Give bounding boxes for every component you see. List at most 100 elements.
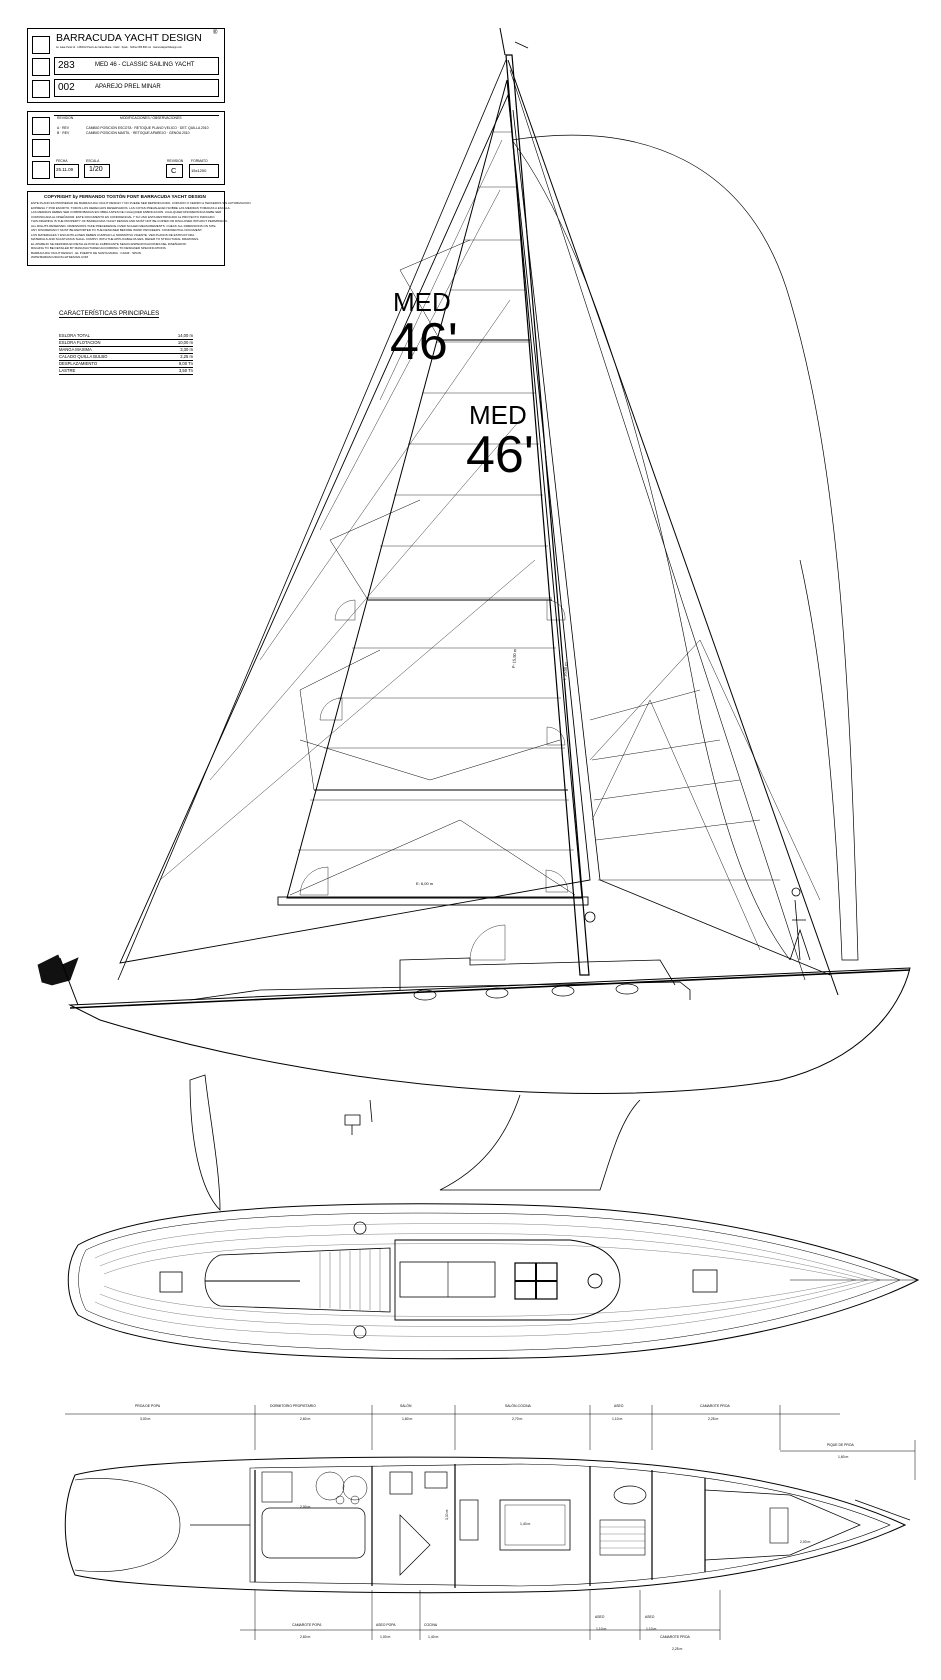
revision-row-2-desc: CAMBIO POSICION MASTIL · RETOQUE APAREJO…: [86, 131, 190, 135]
companionway: [399, 1261, 496, 1298]
portlights: [413, 983, 639, 1001]
staysail-panels: [589, 639, 821, 951]
crew-figure: [789, 899, 811, 961]
deck-inner: [78, 1212, 901, 1351]
deck-planking: [94, 1223, 881, 1337]
spec-label: ESLORA FLOTACION: [59, 340, 101, 345]
plan-table-label: 1,40 m: [520, 1522, 531, 1526]
spec-label: CALADO QUILLA BULBO: [59, 354, 108, 359]
copyright-line-3: LAS MEDIDAS DEBEN SER COMPROBADAS EN OBR…: [31, 210, 222, 214]
field-date-box: [54, 164, 79, 178]
field-scale-box: [84, 164, 110, 178]
sail-mark-1-number: 46': [390, 313, 458, 371]
dim-bottom-1-label: CAMAROTE POPA: [292, 1623, 322, 1627]
field-rev-label: REVISION: [167, 159, 184, 163]
copyright-line-13: WWW.BARRACUDAYACHTDESIGN.COM: [31, 255, 89, 259]
spinnaker-leech: [511, 139, 791, 961]
title-block: [27, 28, 225, 103]
copyright-line-4: COMUNICADA AL DISEÑADOR. ESTE DOCUMENTO …: [31, 214, 216, 219]
spec-value: 9,00 Tn: [178, 361, 193, 366]
mainsail-battens: [289, 239, 576, 896]
coachroof-plan: [394, 1239, 621, 1321]
drawing-field: [54, 79, 219, 97]
specs-heading: CARACTERÍSTICAS PRINCIPALES: [59, 310, 160, 318]
copyright-line-1: ESTE PLANO ES PROPIEDAD DE BARRACUDA YAC…: [31, 201, 251, 205]
spec-label: DESPLAZAMIENTO: [59, 361, 98, 366]
revision-row-2-rev: B · REV: [57, 131, 70, 135]
rudder: [189, 1074, 221, 1211]
dim-bottom-6-label: CAMAROTE PROA: [660, 1635, 690, 1639]
crew-head: [791, 887, 801, 897]
revision-header-rev: REVISION: [57, 116, 74, 120]
forward-hatch-plan: [769, 1507, 789, 1544]
title-checkbox-2[interactable]: [32, 58, 50, 76]
dim-top-3-label: SALÓN: [400, 1404, 412, 1408]
winch-port: [353, 1221, 367, 1235]
spec-value: 10,00 m: [177, 340, 193, 345]
copyright-line-8: LOS MATERIALES Y ESCANTILLONES DEBEN CUM…: [31, 232, 195, 237]
aft-hatch: [159, 1271, 183, 1293]
dim-top-2-label: DORMITORIO PROPIETARIO: [270, 1404, 316, 1408]
cockpit: [204, 1247, 391, 1313]
dim-bottom-5-label: ASEO: [645, 1615, 655, 1619]
spec-label: MANGA MAXIMA: [59, 347, 92, 352]
dim-lines-top: [65, 1405, 916, 1480]
plan-berth-label: 2,00 m: [300, 1505, 311, 1509]
stern-flag: [37, 954, 79, 986]
dim-bottom-4-value: 1,10 m: [596, 1627, 607, 1631]
dim-bottom-3-label: COCINA: [424, 1623, 438, 1627]
dim-bottom-2-label: ASEO POPA: [376, 1623, 396, 1627]
mainsail-panels: [298, 131, 574, 851]
dim-bottom-6-value: 2,25 m: [672, 1647, 683, 1651]
dim-top-6-value: 2,25 m: [708, 1417, 719, 1421]
sail-profile: [37, 27, 911, 1211]
wind-indicator: [514, 41, 529, 49]
revision-checkbox-2[interactable]: [32, 139, 50, 157]
title-checkbox-1[interactable]: [32, 36, 50, 54]
company-mark: ®: [213, 30, 218, 36]
dim-top-5-label: ASEO: [614, 1404, 624, 1408]
field-rev-value: C: [171, 166, 177, 175]
dim-bottom-4-label: ASEO: [595, 1615, 605, 1619]
interior-hull-inner: [249, 1463, 891, 1587]
dim-top-6-label: CAMAROTE PROA: [700, 1404, 730, 1408]
field-date-value: 25.11.09: [56, 167, 74, 172]
saloon-table: [499, 1499, 571, 1551]
revision-checkbox-3[interactable]: [32, 161, 50, 179]
dim-bottom-3-value: 1,40 m: [428, 1635, 439, 1639]
mainsail: [286, 79, 583, 899]
deck-plan: [67, 1203, 920, 1360]
forward-berth: [704, 1489, 861, 1561]
boom: [277, 896, 589, 906]
genoa: [119, 93, 591, 964]
sail-mark-2-name: MED: [469, 400, 527, 430]
drawing-name: APAREJO PREL MINAR: [95, 84, 161, 90]
copyright-line-6: ALL RIGHTS RESERVED. DIMENSIONS TAKE PRE…: [31, 223, 217, 228]
dim-top-4-label: SALÓN-COCINA: [505, 1404, 531, 1408]
copyright-block: [27, 191, 225, 266]
sail-mark-2-number: 46': [466, 426, 534, 484]
dim-bottom-5-value: 1,10 m: [646, 1627, 657, 1631]
copyright-line-5: THIS DRAWING IS THE PROPERTY OF BARRACUD…: [31, 219, 228, 223]
revision-checkbox-1[interactable]: [32, 117, 50, 135]
dim-top-1-value: 3,00 m: [140, 1417, 151, 1421]
copyright-line-9: MATERIALS AND SCANTLINGS SHALL COMPLY WI…: [31, 237, 200, 241]
mast: [505, 54, 590, 976]
mainsail-reefs: [314, 339, 568, 791]
revision-row-1-rev: A · REV: [57, 126, 70, 130]
staysail: [512, 109, 831, 976]
nav-station: [389, 1471, 413, 1495]
aft-cabin-unit: [261, 1471, 293, 1503]
sail-mark-1-name: MED: [393, 287, 451, 317]
prop-shaft: [369, 1099, 373, 1123]
revision-header-desc: MODIFICACIONES / OBSERVACIONES: [120, 116, 182, 120]
plan-berth-fwd-label: 2,00 m: [800, 1540, 811, 1544]
project-number: 283: [58, 60, 75, 71]
title-checkbox-3[interactable]: [32, 80, 50, 98]
rig-dim-e: E: 6,00 m: [416, 881, 434, 886]
copyright-line-10: EL APAREJO SE DEFINIRA EN DETALLE POR EL…: [31, 241, 187, 246]
propeller: [344, 1114, 361, 1135]
